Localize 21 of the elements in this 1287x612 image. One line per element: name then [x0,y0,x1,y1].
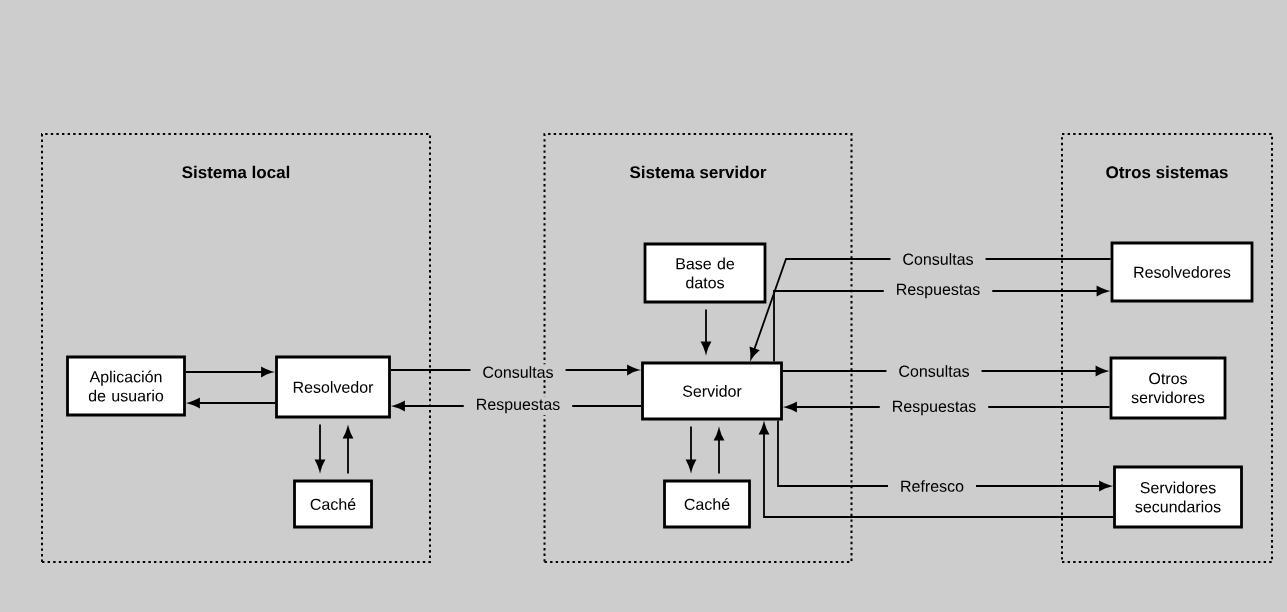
process-box: Aplicación de usuario [66,355,186,417]
edge-label: Consultas [470,364,566,380]
arrow [701,308,711,353]
process-box: Caché [663,479,751,529]
process-box: Servidores secundarios [1113,465,1243,529]
arrow [686,425,696,471]
arrow [343,427,353,475]
process-box: Base de datos [643,242,767,304]
process-box: Otros servidores [1109,356,1227,420]
process-box: Servidor [641,361,783,421]
arrow [185,367,273,377]
arrow [714,429,724,475]
process-box: Resolvedor [275,355,391,419]
arrow [759,423,1114,518]
edge-label: Consultas [890,251,986,267]
arrow [315,423,325,471]
edge-label: Refresco [888,478,976,494]
process-box: Resolvedores [1110,241,1254,303]
edge-label: Consultas [886,363,982,379]
arrow [188,398,276,408]
process-box: Caché [293,479,373,529]
